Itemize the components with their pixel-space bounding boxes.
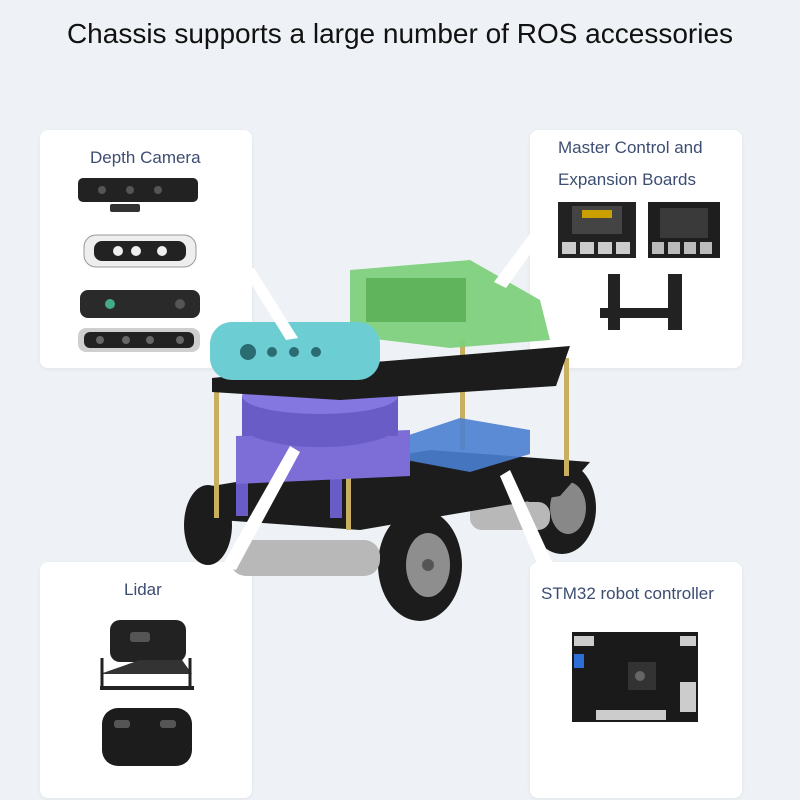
jetson-board-image: [558, 202, 636, 258]
lidar-card: Lidar: [40, 562, 252, 798]
depth-camera-image-2: [83, 234, 197, 268]
depth-camera-images: [78, 178, 200, 352]
controller-board: [406, 418, 530, 472]
depth-camera-image-1: [78, 178, 198, 212]
lidar-image-1: [100, 620, 194, 690]
depth-camera-unit: [210, 322, 380, 380]
master-control-label-line2: Expansion Boards: [558, 170, 696, 189]
lidar-images: [100, 620, 194, 766]
robot-chassis-illustration: [184, 260, 596, 621]
master-control-images: [558, 202, 720, 330]
top-plate: [212, 346, 570, 400]
expansion-board-image: [600, 274, 682, 330]
depth-camera-label: Depth Camera: [90, 148, 201, 167]
master-control-label-line1: Master Control and: [558, 138, 703, 157]
stm32-label: STM32 robot controller: [541, 584, 714, 603]
depth-camera-card: Depth Camera: [40, 130, 252, 368]
lidar-label: Lidar: [124, 580, 162, 599]
depth-camera-image-4: [78, 328, 200, 352]
depth-camera-image-3: [80, 290, 200, 318]
page-title: Chassis supports a large number of ROS a…: [66, 18, 734, 49]
lidar-image-2: [102, 708, 192, 766]
stm32-card: STM32 robot controller: [530, 562, 742, 798]
motor-front: [230, 540, 380, 576]
pi-board-image: [648, 202, 720, 258]
wheel-front-right: [378, 509, 462, 621]
master-board: [350, 260, 550, 348]
stm32-board-image: [572, 632, 698, 722]
master-control-card: Master Control and Expansion Boards: [530, 130, 742, 368]
